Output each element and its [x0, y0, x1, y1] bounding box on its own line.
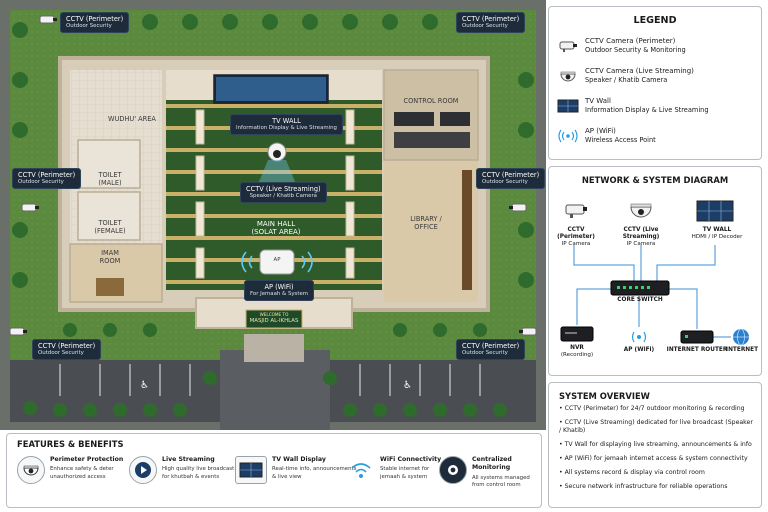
wifi-ap-icon — [631, 331, 647, 343]
cctv-live-label: CCTV (Live Streaming)Speaker / Khatib Ca… — [240, 182, 327, 203]
network-node-cctv-live: CCTV (Live Streaming)IP Camera — [622, 227, 660, 248]
dome-camera-lens — [273, 150, 281, 158]
nvr-slot — [565, 332, 577, 334]
system-overview-panel: SYSTEM OVERVIEW • CCTV (Perimeter) for 2… — [548, 382, 762, 508]
network-title: NETWORK & SYSTEM DIAGRAM — [581, 175, 729, 185]
entrance-steps — [244, 334, 304, 362]
tv-wall-image — [216, 77, 326, 101]
hall-pillars — [195, 109, 355, 279]
toilet-female-label: TOILET (FEMALE) — [94, 219, 126, 235]
cctv-label-bottom-right: CCTV (Perimeter)Outdoor Security — [456, 339, 526, 360]
cctv-camera-icon — [557, 37, 579, 55]
overview-item: • TV Wall for displaying live streaming,… — [559, 441, 752, 449]
control-monitor — [440, 112, 470, 126]
tv-icon — [235, 456, 267, 484]
imam-desk — [96, 278, 124, 296]
main-hall-label: MAIN HALL (SOLAT AREA) — [251, 220, 301, 237]
ap-label: AP (WiFi)For Jemaah & System — [244, 280, 315, 301]
cctv-camera-icon — [509, 203, 527, 212]
wudhu-area-label: WUDHU' AREA — [108, 115, 156, 123]
network-node-ap: AP (WiFi) — [623, 347, 655, 353]
router-led — [685, 335, 688, 338]
overview-item: • AP (WiFi) for jemaah internet access &… — [559, 455, 748, 463]
cctv-label-mid-left: CCTV (Perimeter)Outdoor Security — [12, 168, 82, 189]
entrance-road — [220, 350, 330, 430]
imam-room-label: IMAM ROOM — [99, 249, 121, 265]
dome-camera-icon — [17, 456, 45, 484]
cctv-camera-icon — [519, 327, 537, 336]
tv-wall-icon — [557, 97, 579, 115]
overview-item: • All systems record & display via contr… — [559, 469, 705, 477]
tv-wall-icon — [696, 200, 734, 222]
system-overview-list: • CCTV (Perimeter) for 24/7 outdoor moni… — [559, 405, 753, 497]
dome-camera-icon — [557, 67, 579, 85]
overview-item: • CCTV (Live Streaming) dedicated for li… — [559, 419, 753, 435]
welcome-sign-text: WELCOME TO MASJID AL-IKHLAS — [249, 312, 299, 324]
network-diagram — [560, 200, 749, 346]
network-node-core-switch: CORE SWITCH — [617, 297, 663, 303]
cctv-label-top-left: CCTV (Perimeter)Outdoor Security — [60, 12, 130, 33]
monitor-icon — [439, 456, 467, 484]
legend-item: CCTV Camera (Live Streaming)Speaker / Kh… — [557, 67, 694, 85]
cctv-label-top-right: CCTV (Perimeter)Outdoor Security — [456, 12, 526, 33]
network-node-cctv-perimeter: CCTV (Perimeter)IP Camera — [557, 227, 595, 248]
legend-item: CCTV Camera (Perimeter)Outdoor Security … — [557, 37, 686, 55]
cctv-camera-icon — [565, 204, 587, 218]
network-node-router: INTERNET ROUTER — [666, 347, 728, 353]
overview-item: • CCTV (Perimeter) for 24/7 outdoor moni… — [559, 405, 745, 412]
control-room-label: CONTROL ROOM — [403, 97, 459, 105]
parking-lines — [59, 364, 481, 396]
cctv-label-bottom-left: CCTV (Perimeter)Outdoor Security — [32, 339, 102, 360]
switch-ports — [617, 286, 650, 289]
globe-icon — [733, 328, 749, 346]
cctv-label-mid-right: CCTV (Perimeter)Outdoor Security — [476, 168, 546, 189]
cctv-camera-icon — [21, 203, 39, 212]
wifi-waves-icon — [241, 251, 313, 273]
legend-panel: LEGEND CCTV Camera (Perimeter)Outdoor Se… — [548, 6, 762, 160]
play-icon — [129, 456, 157, 484]
legend-title: LEGEND — [633, 15, 677, 26]
library-office-label: LIBRARY / OFFICE — [410, 215, 442, 231]
toilet-male-room — [77, 139, 141, 189]
cctv-camera-icon — [39, 15, 57, 24]
toilet-female-room — [77, 191, 141, 241]
accessible-parking-icon: ♿ — [140, 380, 149, 391]
network-node-nvr: NVR(Recording) — [560, 345, 594, 359]
network-node-internet: INTERNET — [725, 347, 759, 353]
features-panel: FEATURES & BENEFITS Perimeter Protection… — [6, 433, 542, 508]
wifi-icon — [347, 456, 375, 484]
dome-camera-icon — [630, 203, 652, 218]
masjid-floor-plan: ♿ ♿ — [0, 0, 546, 430]
accessible-parking-icon: ♿ — [403, 380, 412, 391]
wifi-ap-icon — [557, 127, 579, 145]
tree-border — [12, 14, 534, 417]
network-panel: NETWORK & SYSTEM DIAGRAM — [548, 166, 762, 376]
library-shelf — [462, 170, 472, 290]
legend-item: AP (WiFi)Wireless Access Point — [557, 127, 656, 145]
toilet-male-label: TOILET (MALE) — [98, 171, 122, 187]
control-monitor — [394, 112, 434, 126]
ap-device-label: AP — [273, 257, 281, 263]
cctv-camera-icon — [9, 327, 27, 336]
core-switch-icon — [610, 280, 670, 296]
control-desk — [394, 132, 470, 148]
ap-device — [259, 249, 295, 275]
system-overview-title: SYSTEM OVERVIEW — [559, 391, 650, 401]
router-icon — [680, 330, 714, 344]
overview-item: • Secure network infrastructure for reli… — [559, 483, 728, 491]
camera-view-cone — [258, 160, 296, 184]
plan-drawing: ♿ ♿ — [0, 0, 546, 430]
welcome-sign — [245, 309, 303, 329]
features-title: FEATURES & BENEFITS — [17, 439, 124, 449]
